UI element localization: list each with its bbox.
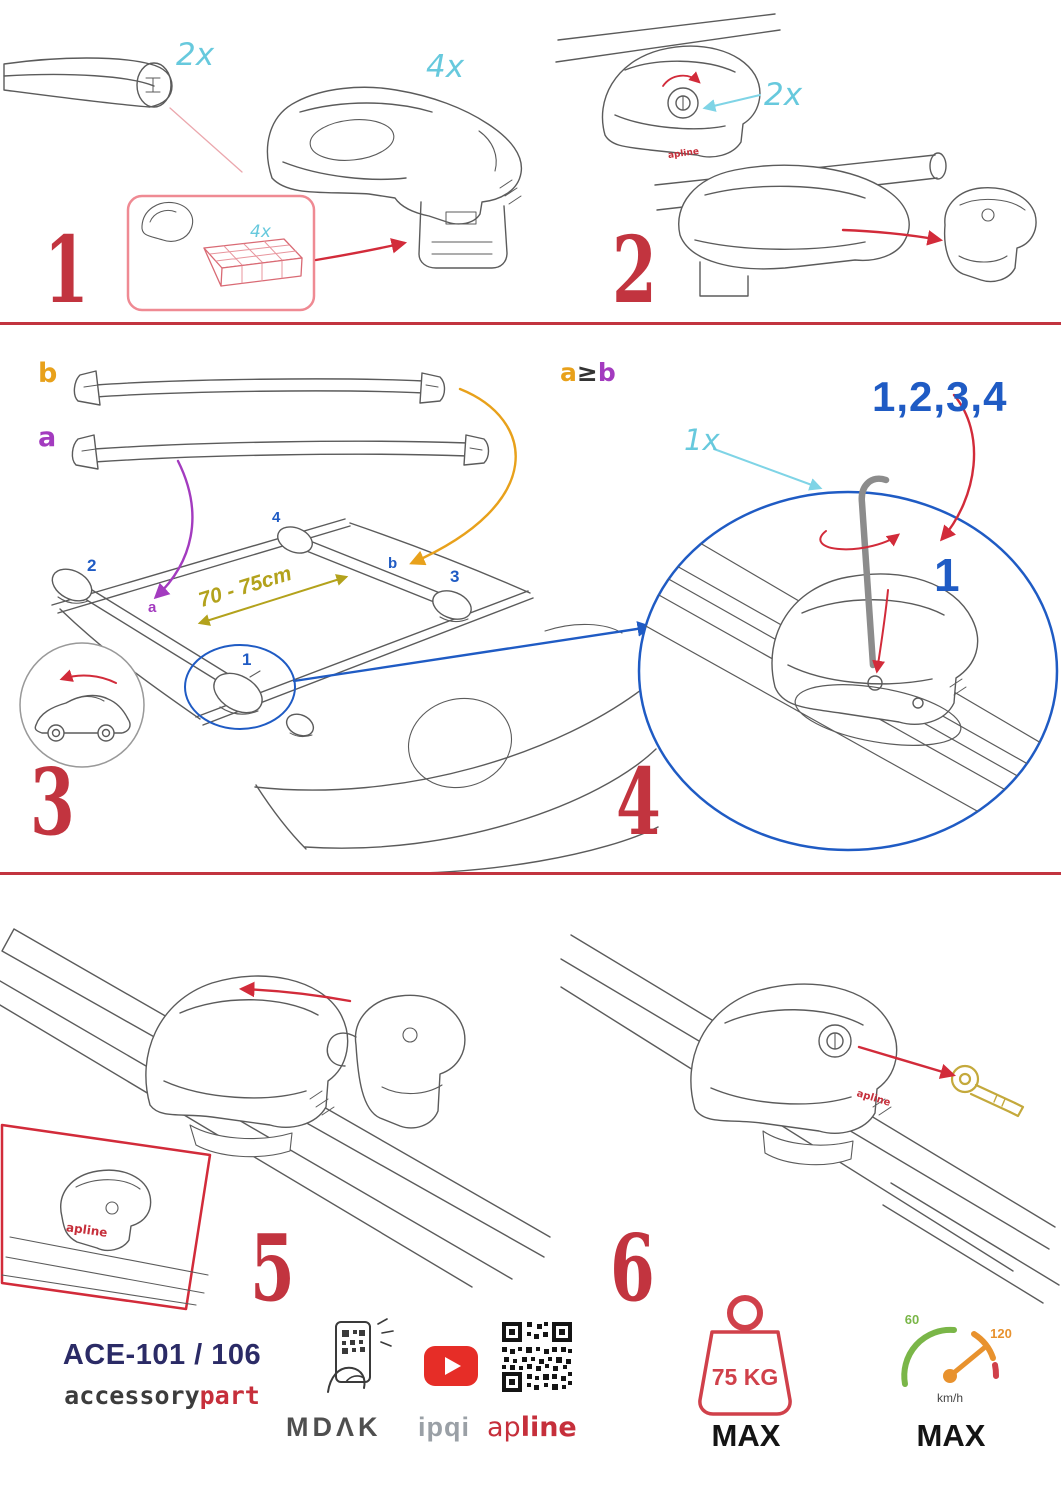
step2-drawing: [555, 13, 1037, 297]
step1-bar-qty: 2x: [176, 37, 215, 73]
bar-b-arrow: [409, 387, 517, 566]
weight-max-label: MAX: [711, 1418, 781, 1453]
step2-number: 2: [612, 216, 657, 324]
model-number: ACE-101 / 106: [62, 1339, 262, 1371]
max-weight-icon: 75 KG: [698, 1295, 792, 1416]
speed-max-label: MAX: [916, 1418, 986, 1453]
bar-b-label: b: [38, 358, 58, 389]
bar-a-label: a: [38, 422, 57, 453]
key-insert-arrow: [872, 589, 889, 674]
zoom-source-circle: [184, 644, 296, 730]
qr-code-icon: [500, 1320, 574, 1394]
car-inset: [19, 642, 145, 768]
clamp-drawing: [326, 994, 466, 1129]
step6-number: 6: [610, 1214, 655, 1322]
foot-inset: [0, 1123, 212, 1311]
zoom-link-arrow: [292, 621, 654, 683]
position-1-label: 1: [242, 650, 252, 669]
section-divider-2: [0, 872, 1061, 875]
foot-drawing: [145, 975, 349, 1158]
section-divider-1: [0, 322, 1061, 325]
foot-assembly-drawing: [266, 86, 523, 269]
phone-qr-scan-icon: [327, 1318, 394, 1393]
key-rotation-arrow: [819, 530, 901, 551]
step4-number: 4: [616, 748, 661, 856]
clamp-insert-arrow: [238, 981, 352, 1003]
accessorypart-black: accessory: [64, 1381, 200, 1410]
pad-to-foot-arrow: [314, 238, 408, 262]
youtube-icon: [424, 1346, 478, 1386]
car-roof-drawing: [51, 518, 659, 875]
condition-operator: ≥: [576, 358, 598, 387]
position-4-label: 4: [272, 509, 281, 526]
ipqi-logo: ipqi: [418, 1412, 470, 1442]
first-position: 1: [934, 549, 960, 601]
mdak-logo: MDΛK: [286, 1412, 382, 1442]
crossbar-drawing: [3, 57, 173, 108]
key-to-lock-arrow: [857, 1045, 956, 1079]
condition-label: a≥b: [560, 358, 616, 387]
position-3-label: 3: [450, 567, 460, 586]
foot-lock-drawing: [690, 983, 898, 1166]
bar-a-tag: a: [148, 599, 157, 616]
pad-inset: [126, 194, 316, 312]
condition-b: b: [597, 358, 616, 387]
position-2-label: 2: [87, 556, 97, 575]
sequence-arrow: [939, 393, 976, 542]
apline-logo: apline: [487, 1414, 577, 1441]
bar-a-arrow: [153, 459, 194, 600]
apline-ap: ap: [487, 1412, 521, 1443]
allen-key-drawing: [858, 475, 890, 669]
step5-drawing: [0, 928, 551, 1311]
speed-low-label: 60: [905, 1312, 919, 1327]
weight-value: 75 KG: [712, 1364, 778, 1390]
step6-drawing: [560, 934, 1060, 1304]
foot-lock-drawing: [555, 13, 781, 158]
speedometer-icon: 60 120 km/h: [901, 1312, 1012, 1405]
tool-qty: 1x: [684, 423, 720, 457]
bar-a-drawing: [71, 434, 490, 470]
condition-a: a: [560, 358, 577, 387]
speed-unit-label: km/h: [937, 1391, 963, 1405]
step1-drawing: [3, 57, 523, 312]
step3-number: 3: [30, 748, 75, 856]
bar-b-tag: b: [388, 555, 398, 572]
accessorypart-red: part: [199, 1381, 260, 1410]
step1-pad-qty: 4x: [250, 222, 271, 242]
tighten-sequence: 1,2,3,4: [872, 373, 1008, 420]
step3-drawing: [19, 370, 659, 875]
step2-lock-qty: 2x: [764, 77, 803, 113]
speed-high-label: 120: [990, 1326, 1012, 1341]
lock-qty-arrow: [702, 94, 761, 112]
accessorypart-logo: accessorypart: [52, 1382, 272, 1410]
tool-qty-arrow: [713, 448, 823, 491]
step5-number: 5: [250, 1214, 295, 1322]
apline-line: line: [520, 1412, 577, 1443]
step1-foot-qty: 4x: [426, 49, 465, 85]
bar-b-drawing: [73, 370, 446, 406]
step4-drawing: [637, 393, 1059, 852]
bar-endcap-drawing: [654, 152, 1037, 297]
endcap-arrow: [841, 228, 944, 246]
key-drawing: [950, 1064, 1025, 1118]
distance-arrow: [197, 574, 349, 626]
step1-number: 1: [44, 216, 89, 324]
